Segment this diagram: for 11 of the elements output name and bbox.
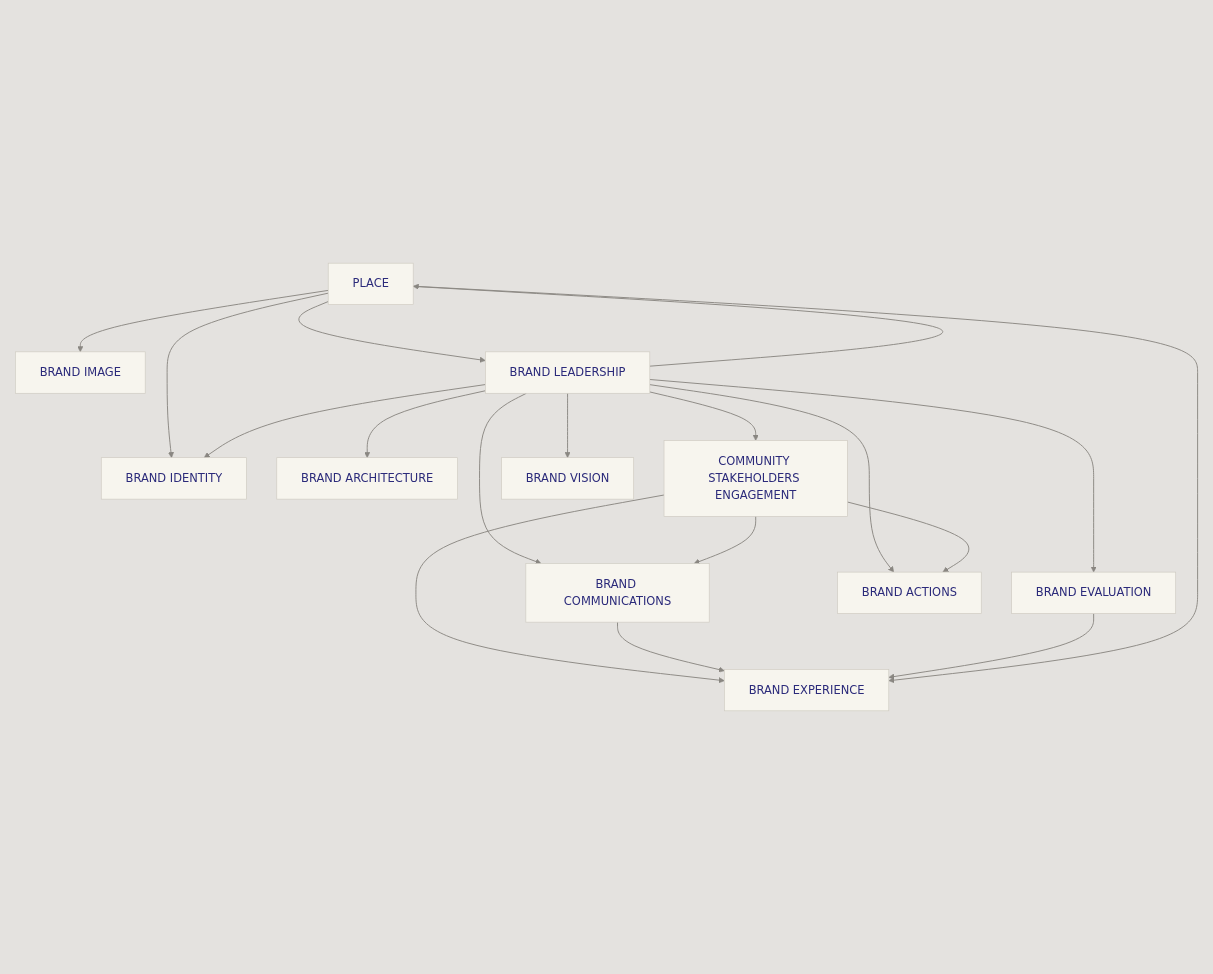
node-box: PLACE [327,262,414,305]
node-box: BRAND EXPERIENCE [724,669,890,712]
node-box: BRAND COMMUNICATIONS [525,563,710,623]
node-box: BRAND LEADERSHIP [485,351,651,394]
node-box: BRAND ACTIONS [837,571,982,614]
node-box: BRAND EVALUATION [1011,571,1177,614]
node-box: BRAND IDENTITY [100,457,247,500]
node-box: BRAND ARCHITECTURE [276,457,458,500]
node-box: COMMUNITY STAKEHOLDERS ENGAGEMENT [663,440,848,517]
node-box: BRAND VISION [501,457,635,500]
node-box: BRAND IMAGE [15,351,146,394]
